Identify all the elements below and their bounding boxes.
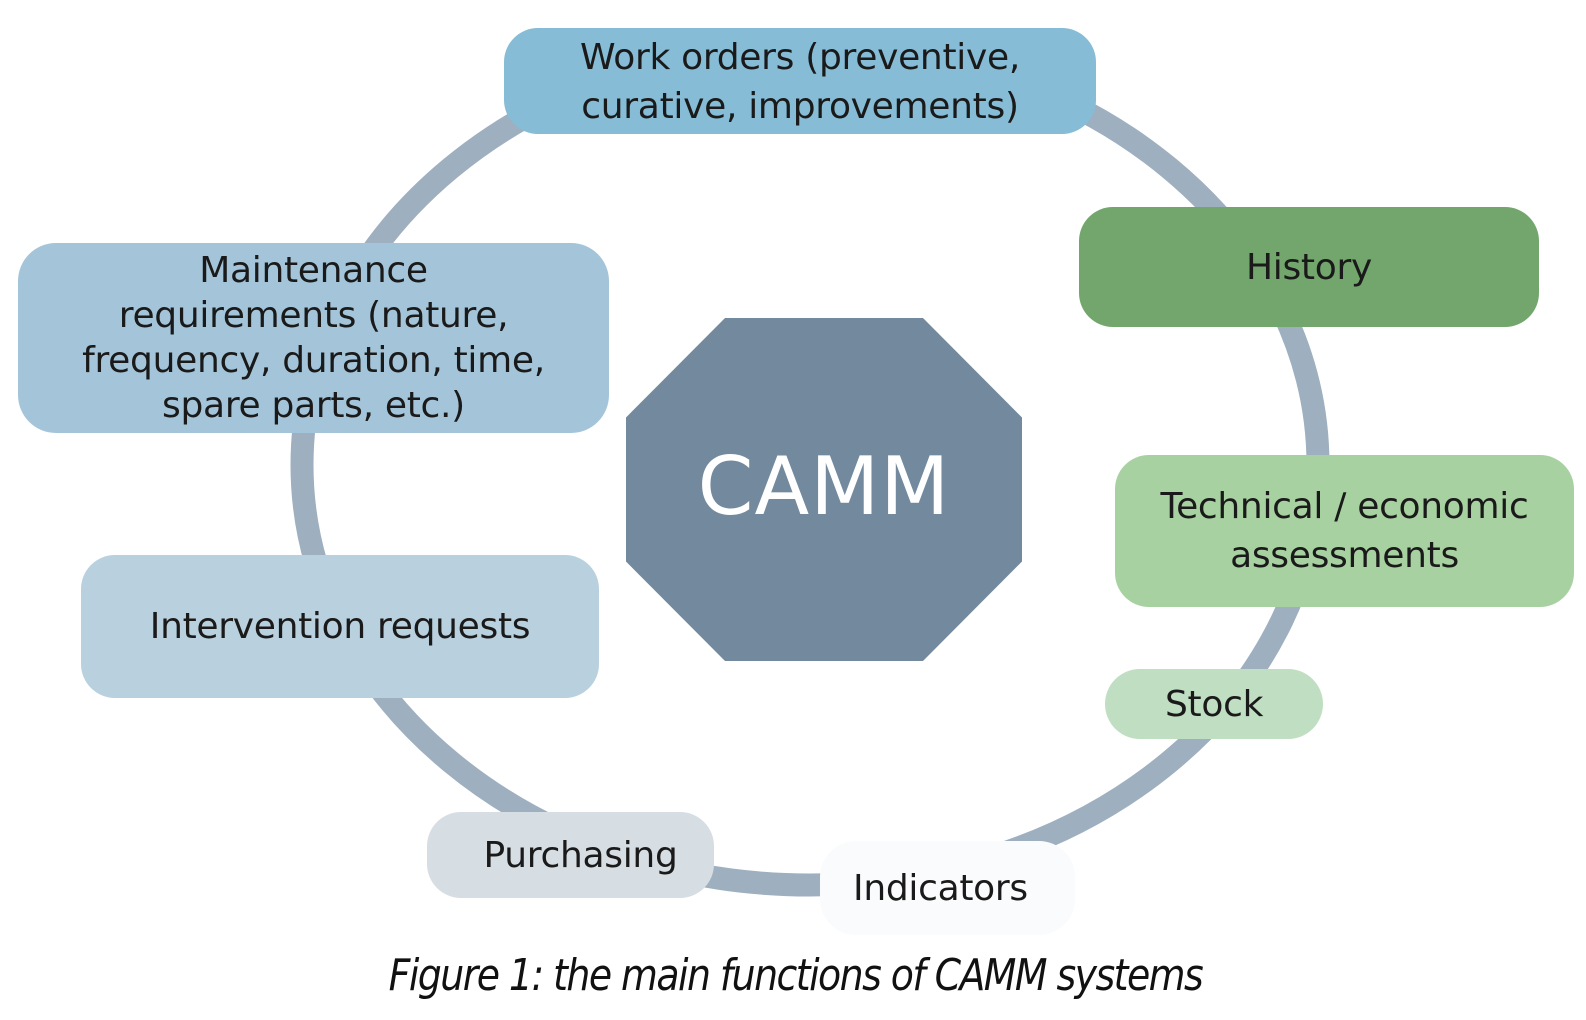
work-orders-box: Work orders (preventive, curative, impro… (504, 28, 1096, 134)
work-orders-line-1: Work orders (preventive, (580, 37, 1020, 78)
history-label: History (1246, 245, 1372, 290)
stock-line-1: Stock (1165, 683, 1264, 725)
camm-center-label: CAMM (697, 440, 951, 533)
history-line-1: History (1246, 246, 1372, 288)
camm-center-octagon: CAMM (626, 318, 1022, 661)
maintenance-requirements-box: Maintenance requirements (nature, freque… (18, 243, 609, 433)
indicators-box: Indicators (820, 841, 1075, 935)
maintenance-line-4: spare parts, etc.) (162, 385, 465, 426)
purchasing-label: Purchasing (484, 833, 678, 878)
technical-assessments-label: Technical / economic assessments (1161, 482, 1529, 580)
indicators-label: Indicators (853, 866, 1028, 911)
technical-assessments-box: Technical / economic assessments (1115, 455, 1574, 607)
stock-label: Stock (1165, 682, 1263, 727)
intervention-line-1: Intervention requests (149, 606, 531, 647)
history-box: History (1079, 207, 1539, 327)
maintenance-line-3: frequency, duration, time, (82, 340, 545, 381)
indicators-line-1: Indicators (853, 867, 1028, 909)
maintenance-line-1: Maintenance (199, 250, 428, 291)
stock-box: Stock (1105, 669, 1323, 739)
technical-line-2: assessments (1230, 535, 1459, 576)
work-orders-line-2: curative, improvements) (581, 86, 1019, 127)
work-orders-label: Work orders (preventive, curative, impro… (580, 33, 1020, 131)
technical-line-1: Technical / economic (1160, 486, 1529, 527)
intervention-requests-box: Intervention requests (81, 555, 599, 698)
purchasing-box: Purchasing (427, 812, 714, 898)
intervention-requests-label: Intervention requests (149, 604, 531, 649)
purchasing-line-1: Purchasing (483, 834, 678, 876)
figure-caption: Figure 1: the main functions of CAMM sys… (388, 950, 1204, 1001)
maintenance-requirements-label: Maintenance requirements (nature, freque… (82, 248, 545, 428)
maintenance-line-2: requirements (nature, (118, 295, 509, 336)
